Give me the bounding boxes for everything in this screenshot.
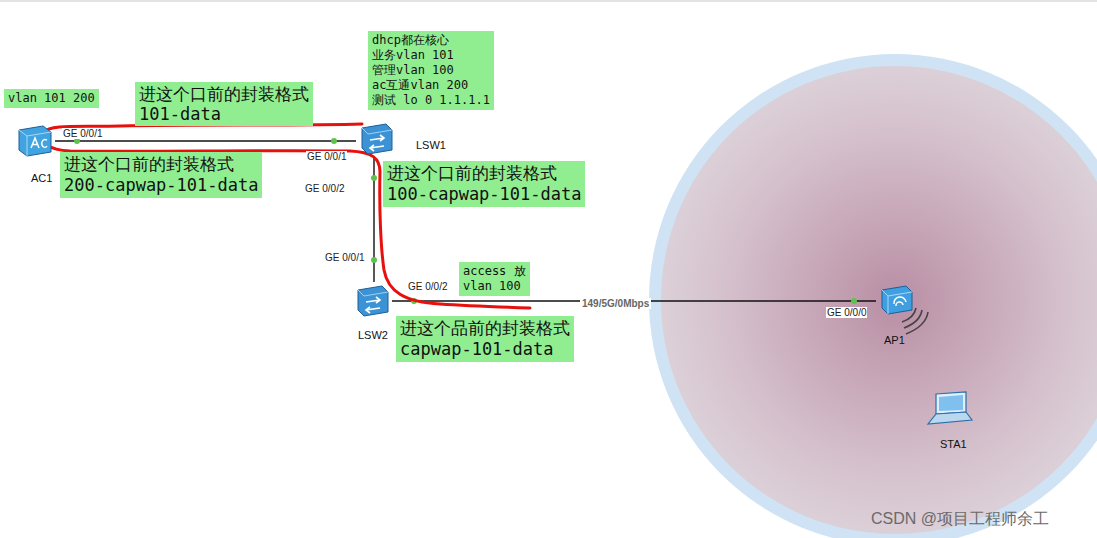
coverage-area — [661, 66, 1097, 534]
note-text: vlan 101 200 — [8, 91, 95, 106]
ap-edge — [882, 290, 912, 314]
device-symbol — [356, 120, 396, 156]
cable-line — [373, 156, 374, 282]
port-label: GE 0/0/1 — [306, 151, 347, 162]
red-path — [43, 124, 530, 308]
laptop-screen — [936, 392, 966, 414]
switch-body — [362, 124, 392, 154]
note-text: 进这个口前的封装格式 — [387, 163, 581, 184]
note-text: 测试 lo 0 1.1.1.1 — [372, 93, 490, 108]
note-box: 进这个口前的封装格式200-capwap-101-data — [60, 152, 262, 198]
port-label: GE 0/0/0 — [826, 307, 867, 318]
port-dot — [371, 257, 377, 263]
switch-arrows — [370, 135, 384, 151]
port-dot — [331, 138, 337, 144]
device-symbol — [922, 390, 974, 430]
note-box: vlan 101 200 — [4, 89, 99, 108]
ac-body — [19, 126, 51, 156]
switch-edge — [358, 290, 388, 296]
note-text: 管理vlan 100 — [372, 63, 490, 78]
device-icon: LSW1 — [356, 120, 396, 156]
note-text: 101-data — [139, 104, 309, 124]
note-box: access 放vlan 100 — [459, 262, 530, 296]
note-text: 进这个品前的封装格式 — [400, 318, 570, 339]
note-box: 进这个口前的封装格式100-capwap-101-data — [383, 161, 585, 207]
link-label: 149/5G/0Mbps — [580, 298, 651, 309]
device-name: LSW1 — [416, 139, 446, 151]
note-box: 进这个品前的封装格式capwap-101-data — [396, 316, 574, 362]
note-text: 进这个口前的封装格式 — [64, 154, 258, 175]
note-text: 业务vlan 101 — [372, 48, 490, 63]
device-name: STA1 — [940, 438, 967, 450]
link-cable — [371, 156, 377, 282]
port-dot — [851, 298, 857, 304]
ap-signal — [902, 308, 928, 334]
ac-edge — [19, 130, 51, 156]
note-box: dhcp都在核心业务vlan 101管理vlan 100ac互通vlan 200… — [368, 31, 494, 110]
port-label: GE 0/0/1 — [324, 252, 365, 263]
port-label: GE 0/0/2 — [304, 183, 345, 194]
ac-mark — [31, 138, 47, 148]
coverage-ring — [649, 54, 1097, 538]
device-name: AC1 — [31, 172, 52, 184]
device-symbol — [876, 280, 916, 316]
note-text: ac互通vlan 200 — [372, 78, 490, 93]
note-text: vlan 100 — [463, 279, 526, 294]
ap-body — [882, 286, 912, 314]
switch-edge — [362, 128, 392, 134]
device-icon: AC1 — [15, 122, 55, 158]
watermark: CSDN @项目工程师余工 — [870, 509, 1050, 530]
device-symbol — [15, 122, 55, 158]
switch-body — [358, 286, 388, 316]
cable-line — [55, 140, 356, 141]
device-name: AP1 — [884, 334, 905, 346]
laptop-display — [939, 395, 963, 411]
ap-waves — [894, 297, 906, 306]
port-label: GE 0/0/2 — [407, 281, 448, 292]
switch-arrows — [366, 297, 380, 313]
note-text: dhcp都在核心 — [372, 33, 490, 48]
note-text: 进这个口前的封装格式 — [139, 84, 309, 104]
device-name: LSW2 — [358, 329, 388, 341]
top-border — [0, 1, 1097, 2]
port-dot — [371, 175, 377, 181]
note-text: 100-capwap-101-data — [387, 184, 581, 205]
note-text: 200-capwap-101-data — [64, 175, 258, 196]
note-text: access 放 — [463, 264, 526, 279]
device-icon: LSW2 — [352, 282, 392, 318]
device-symbol — [352, 282, 392, 318]
device-icon: STA1 — [922, 390, 974, 430]
device-icon: AP1 — [876, 280, 916, 316]
laptop-base — [928, 412, 972, 424]
note-text: capwap-101-data — [400, 339, 570, 360]
port-label: GE 0/0/1 — [62, 128, 103, 139]
note-box: 进这个口前的封装格式101-data — [135, 82, 313, 126]
